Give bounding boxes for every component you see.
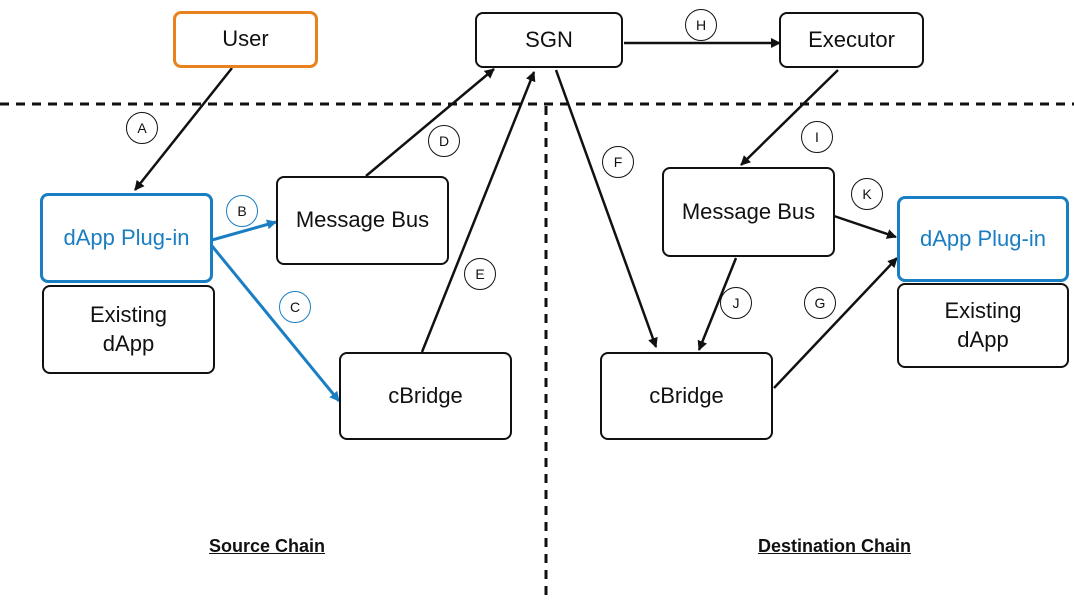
sgn-node: SGN	[475, 12, 623, 68]
arrow-g	[773, 257, 898, 389]
source-message-bus-label: Message Bus	[295, 207, 430, 233]
step-g-marker: G	[804, 287, 836, 319]
source-message-bus-node: Message Bus	[276, 176, 449, 265]
destination-dapp-plugin-label: dApp Plug-in	[920, 225, 1046, 251]
arrow-a	[134, 67, 233, 191]
step-e-marker: E	[464, 258, 496, 290]
step-h-marker: H	[685, 9, 717, 41]
step-b-label: B	[237, 203, 247, 219]
destination-dapp-plugin-node: dApp Plug-in	[897, 196, 1069, 282]
step-d-label: D	[438, 133, 450, 149]
source-chain-label: Source Chain	[209, 536, 326, 556]
source-existing-dapp-label-line2: dApp	[102, 330, 155, 356]
arrow-k	[833, 214, 897, 239]
user-node: User	[173, 11, 318, 68]
arrow-e	[420, 71, 536, 353]
source-existing-dapp-label-line1: Existing	[89, 301, 168, 327]
step-e-label: E	[475, 266, 485, 282]
step-d-marker: D	[428, 125, 460, 157]
step-j-marker: J	[720, 287, 752, 319]
step-f-marker: F	[602, 146, 634, 178]
step-g-label: G	[814, 295, 826, 311]
step-f-label: F	[613, 154, 623, 170]
arrow-d	[365, 68, 495, 177]
step-c-marker: C	[279, 291, 311, 323]
source-cbridge-label: cBridge	[388, 382, 463, 408]
arrow-b	[211, 219, 277, 242]
step-a-label: A	[137, 120, 147, 136]
step-i-marker: I	[801, 121, 833, 153]
user-label: User	[222, 26, 269, 52]
step-b-marker: B	[226, 195, 258, 227]
step-a-marker: A	[126, 112, 158, 144]
source-cbridge-node: cBridge	[339, 352, 512, 440]
source-dapp-plugin-label: dApp Plug-in	[63, 224, 190, 250]
arrow-i	[740, 69, 839, 166]
step-h-label: H	[695, 17, 707, 33]
destination-cbridge-label: cBridge	[649, 382, 724, 408]
destination-existing-dapp-label-line2: dApp	[957, 326, 1009, 352]
step-k-marker: K	[851, 178, 883, 210]
arrow-c	[210, 245, 341, 402]
sgn-label: SGN	[525, 26, 573, 52]
executor-label: Executor	[808, 26, 895, 52]
step-k-label: K	[862, 186, 872, 202]
step-j-label: J	[732, 295, 740, 311]
arrow-f	[554, 69, 658, 348]
step-c-label: C	[289, 299, 301, 315]
destination-message-bus-label: Message Bus	[681, 198, 816, 224]
executor-node: Executor	[779, 12, 924, 68]
destination-cbridge-node: cBridge	[600, 352, 773, 440]
destination-existing-dapp-label-line1: Existing	[944, 297, 1022, 323]
destination-chain-label: Destination Chain	[758, 536, 912, 556]
destination-message-bus-node: Message Bus	[662, 167, 835, 257]
step-i-label: I	[815, 129, 819, 145]
destination-existing-dapp-node: Existing dApp	[897, 283, 1069, 368]
source-dapp-plugin-node: dApp Plug-in	[40, 193, 213, 283]
source-existing-dapp-node: Existing dApp	[42, 285, 215, 374]
arrow-j	[697, 257, 738, 351]
